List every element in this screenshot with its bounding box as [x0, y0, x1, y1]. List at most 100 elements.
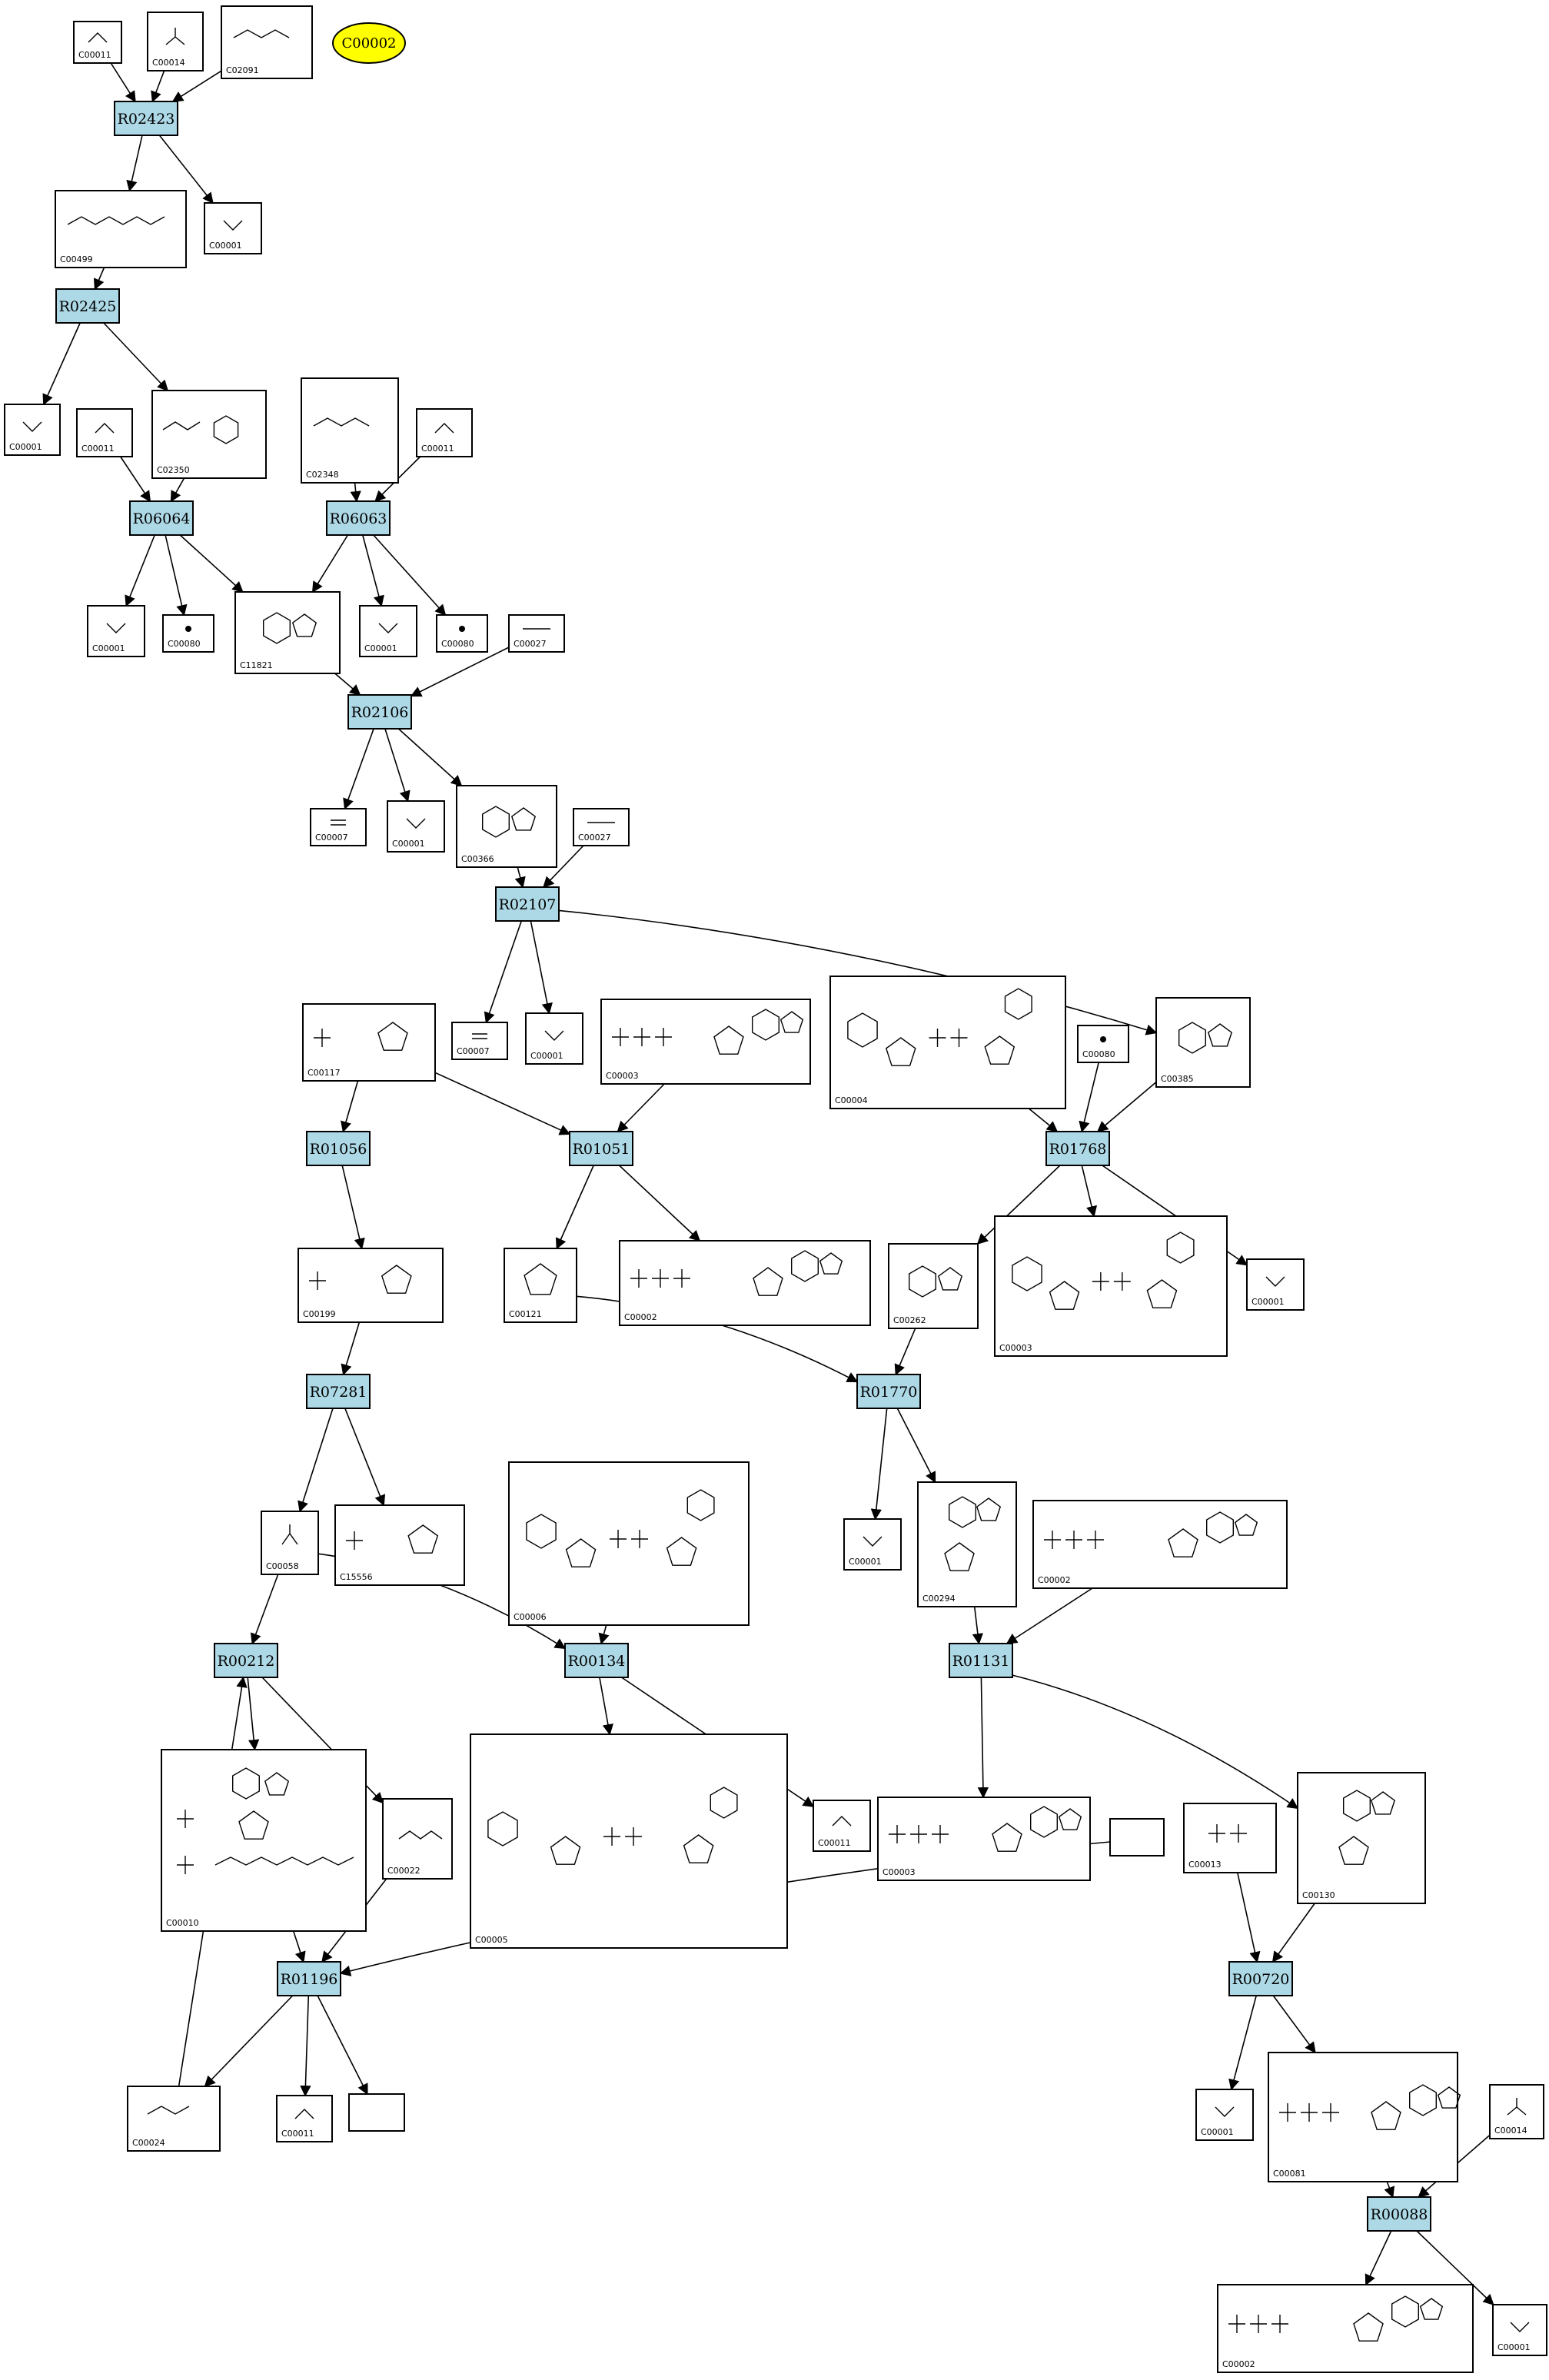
reaction-edge	[484, 920, 523, 1024]
reaction-id: R06063	[330, 510, 387, 527]
reaction-edge	[1271, 1903, 1315, 1963]
compound-id: C02348	[306, 470, 339, 480]
compound-node[interactable]: C00001	[1195, 2089, 1254, 2141]
compound-node[interactable]: C00080	[436, 614, 488, 653]
reaction-edge	[42, 322, 81, 406]
compound-node[interactable]: C00081	[1268, 2052, 1461, 2182]
compound-node[interactable]: C02091	[221, 5, 313, 79]
reaction-node[interactable]: R02107	[495, 886, 560, 922]
reaction-edge	[350, 482, 361, 503]
reaction-node[interactable]: R01131	[949, 1643, 1013, 1678]
reaction-node[interactable]: R01770	[856, 1374, 921, 1409]
structure-glyph	[346, 1524, 439, 1554]
compound-node[interactable]: C00014	[147, 12, 204, 71]
compound-node[interactable]: C00001	[1246, 1258, 1305, 1311]
reaction-edge	[1096, 1081, 1157, 1132]
compound-node[interactable]: C00001	[359, 605, 417, 657]
compound-id: C00013	[1188, 1860, 1222, 1870]
reaction-node[interactable]: R02423	[114, 101, 178, 136]
reaction-node[interactable]: R01051	[569, 1131, 633, 1166]
compound-node[interactable]: C00002	[619, 1240, 871, 1326]
compound-node[interactable]: C00130	[1297, 1772, 1426, 1904]
compound-node[interactable]: C00003	[877, 1797, 1091, 1881]
compound-node[interactable]	[1109, 1818, 1165, 1856]
compound-id: C00294	[922, 1594, 956, 1604]
reaction-node[interactable]: R06064	[129, 500, 194, 536]
compound-node[interactable]: C00006	[508, 1461, 750, 1626]
reaction-edge	[317, 1995, 368, 2096]
reaction-node[interactable]: R00088	[1367, 2196, 1431, 2232]
compound-node[interactable]: C00003	[600, 999, 811, 1085]
compound-node[interactable]: C00011	[416, 408, 473, 457]
compound-node[interactable]: C00007	[310, 808, 367, 846]
compound-node[interactable]: C00027	[573, 808, 630, 846]
compound-node[interactable]: C00011	[73, 21, 122, 64]
reaction-node[interactable]: R02425	[55, 288, 120, 324]
compound-node[interactable]: C02348	[301, 377, 399, 484]
compound-node[interactable]: C00007	[451, 1022, 508, 1060]
structure-glyph	[889, 1806, 1082, 1852]
compound-node[interactable]: C11821	[234, 591, 341, 674]
compound-node[interactable]: C00005	[470, 1733, 788, 1949]
compound-node[interactable]: C00385	[1155, 997, 1251, 1088]
compound-node[interactable]: C00011	[76, 408, 133, 457]
compound-node[interactable]: C00121	[504, 1248, 577, 1323]
reaction-edge	[894, 1328, 916, 1376]
compound-node[interactable]: C02350	[151, 390, 267, 479]
compound-node[interactable]: C00080	[162, 614, 214, 653]
compound-node[interactable]: C00366	[456, 785, 557, 868]
structure-glyph	[434, 423, 454, 434]
highlight-compound[interactable]: C00002	[332, 22, 406, 64]
compound-node[interactable]: C00001	[4, 404, 61, 456]
compound-node[interactable]: C00001	[387, 800, 445, 853]
reaction-node[interactable]: R01196	[277, 1961, 341, 1996]
compound-node[interactable]	[348, 2093, 405, 2132]
compound-node[interactable]: C00011	[276, 2095, 333, 2142]
compound-id: C00262	[893, 1315, 926, 1325]
compound-node[interactable]: C00002	[1032, 1500, 1288, 1589]
reaction-edge	[976, 1165, 1061, 1245]
compound-id: C00058	[266, 1561, 299, 1571]
compound-node[interactable]: C00002	[1217, 2284, 1474, 2373]
reaction-node[interactable]: R01768	[1045, 1131, 1110, 1166]
compound-node[interactable]: C00199	[298, 1248, 444, 1323]
compound-node[interactable]: C00027	[508, 614, 565, 653]
compound-id: C11821	[240, 660, 273, 670]
structure-glyph	[1208, 1824, 1247, 1843]
compound-id: C00001	[530, 1051, 563, 1061]
compound-node[interactable]: C00001	[525, 1012, 583, 1065]
reaction-node[interactable]: R06063	[326, 500, 391, 536]
compound-node[interactable]: C00001	[87, 605, 145, 657]
compound-node[interactable]: C00080	[1077, 1025, 1129, 1063]
compound-node[interactable]: C00262	[888, 1243, 979, 1329]
reaction-edge	[618, 1165, 701, 1242]
compound-node[interactable]: C00022	[382, 1798, 453, 1880]
compound-node[interactable]: C00010	[161, 1749, 367, 1932]
compound-id: C00005	[475, 1935, 508, 1945]
compound-node[interactable]: C00001	[843, 1518, 902, 1571]
reaction-node[interactable]: R07281	[306, 1374, 371, 1409]
compound-node[interactable]: C15556	[334, 1504, 465, 1586]
compound-node[interactable]: C00024	[127, 2086, 221, 2152]
reaction-edge	[598, 1624, 610, 1645]
compound-node[interactable]: C00001	[1492, 2304, 1547, 2356]
compound-node[interactable]: C00003	[994, 1215, 1228, 1357]
structure-glyph	[233, 29, 290, 38]
compound-node[interactable]: C00013	[1183, 1803, 1277, 1873]
compound-node[interactable]: C00001	[204, 202, 262, 254]
compound-node[interactable]: C00004	[829, 976, 1066, 1109]
reaction-node[interactable]: R00134	[564, 1643, 629, 1678]
compound-node[interactable]: C00058	[261, 1511, 319, 1575]
structure-glyph	[67, 216, 165, 225]
compound-node[interactable]: C00011	[813, 1800, 871, 1852]
reaction-node[interactable]: R01056	[306, 1131, 371, 1166]
reaction-node[interactable]: R02106	[347, 694, 412, 730]
structure-glyph	[398, 1830, 443, 1840]
reaction-edge	[977, 1677, 989, 1799]
reaction-node[interactable]: R00720	[1228, 1961, 1293, 1996]
compound-node[interactable]: C00014	[1489, 2084, 1544, 2139]
reaction-node[interactable]: R00212	[214, 1643, 278, 1678]
compound-node[interactable]: C00294	[917, 1481, 1017, 1607]
compound-node[interactable]: C00117	[302, 1003, 436, 1082]
compound-node[interactable]: C00499	[55, 190, 187, 268]
